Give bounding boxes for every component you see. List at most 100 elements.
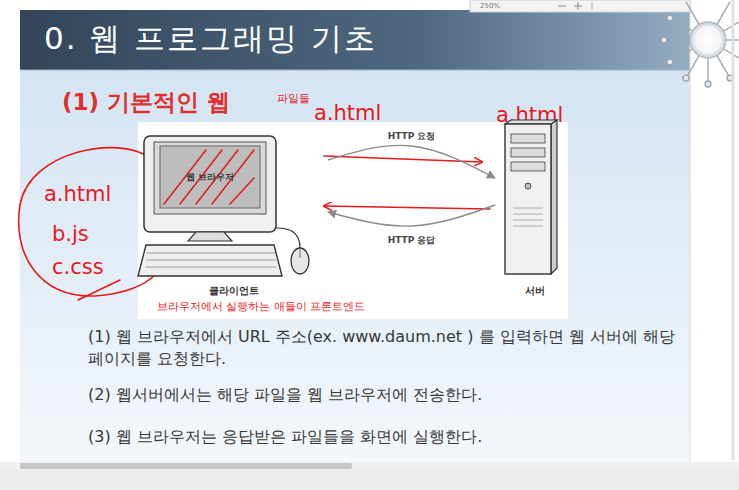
edge-label-slot: HTTP 요청 [385, 131, 439, 142]
edge-label: HTTP 요청 [385, 131, 439, 142]
browser-screen: 웹 브라우저 [160, 146, 260, 208]
starburst-ornament [664, 39, 692, 40]
starburst-ornament [705, 81, 711, 87]
label-slot: (1) 웹 브라우저에서 URL 주소(ex. www.daum.net ) 를… [88, 326, 688, 369]
starburst-ornament [722, 18, 739, 32]
client-computer-part [154, 142, 266, 214]
http-connector [328, 205, 495, 226]
red-annotation [324, 206, 490, 209]
client-computer-part [276, 228, 300, 248]
body-text: (1) 웹 브라우저에서 URL 주소(ex. www.daum.net ) 를… [88, 326, 688, 369]
server-tower-part [505, 124, 551, 274]
section-heading: (1) 기본적인 웹 [62, 89, 230, 115]
handwritten-file: c.css [52, 255, 104, 279]
slide-title: 0. 웹 프로그래밍 기초 [44, 21, 377, 55]
red-annotation [324, 156, 482, 162]
server-tower-part [511, 148, 545, 157]
node-label: 웹 브라우저 [186, 172, 234, 183]
server-tower-part [513, 220, 543, 221]
client-computer-part [291, 248, 309, 274]
starburst-ornament [722, 48, 739, 62]
label-slot: (1) 기본적인 웹 [62, 89, 230, 115]
edge-label: HTTP 응답 [385, 235, 439, 246]
zoom-toolbar [578, 2, 579, 10]
label-slot: a.html [44, 182, 111, 206]
node-text-box: 클라이언트 [140, 285, 328, 297]
label-slot: a.html [314, 101, 381, 125]
node-text-box: 서버 [495, 285, 575, 297]
zoom-toolbar [558, 6, 566, 7]
slide-frame [20, 70, 690, 71]
handwritten-file: b.js [52, 222, 89, 246]
illustration-ground [138, 122, 568, 319]
slide-frame [20, 0, 690, 462]
label-slot: 250% [480, 2, 500, 10]
node-text-box: 웹 브라우저 [160, 146, 260, 208]
client-computer-part [146, 267, 276, 268]
http-connector [328, 145, 495, 178]
red-annotation [78, 280, 120, 300]
starburst-ornament [716, 54, 730, 78]
title-slot: 0. 웹 프로그래밍 기초 [44, 21, 377, 55]
client-computer-part [300, 248, 301, 258]
server-tower-part [513, 208, 543, 209]
node-label: 클라이언트 [140, 285, 328, 297]
starburst-ornament [670, 18, 694, 32]
handwritten-file: a.html [44, 182, 111, 206]
browser-screen-part [160, 146, 260, 208]
starburst-ornament [670, 48, 694, 62]
client-computer-part [146, 260, 276, 261]
starburst-ornament [667, 15, 673, 21]
client-computer-part [138, 245, 282, 276]
label-slot: (2) 웹서버에서는 해당 파일을 웹 브라우저에 전송한다. [88, 384, 688, 406]
starburst-ornament [686, 2, 700, 26]
server-tower-part [525, 183, 531, 189]
server-tower-part [511, 134, 545, 143]
scrollbar [20, 463, 352, 469]
label-slot: b.js [52, 222, 89, 246]
server-tower-drawing [495, 118, 575, 300]
starburst-ornament [661, 2, 739, 87]
server-tower-part [551, 120, 557, 274]
server-tower: 서버 [495, 118, 575, 300]
client-computer-part [188, 232, 232, 241]
starburst-ornament [661, 37, 667, 43]
label-slot: 파일들 [277, 93, 310, 106]
starburst-ornament [667, 59, 673, 65]
client-computer: 클라이언트 웹 브라우저 [140, 132, 328, 300]
edge-label-slot: HTTP 응답 [385, 235, 439, 246]
node-label: 서버 [495, 285, 575, 297]
zoom-toolbar [470, 0, 690, 12]
red-annotation [19, 148, 155, 296]
server-tower-part [511, 162, 545, 171]
starburst-ornament [690, 22, 726, 58]
label-slot: c.css [52, 255, 104, 279]
starburst-ornament [686, 54, 700, 78]
browser-screen-part [230, 178, 254, 204]
client-computer-part [144, 136, 276, 232]
starburst-ornament [716, 2, 730, 26]
label-slot: (3) 웹 브라우저는 응답받은 파일들을 화면에 실행한다. [88, 426, 688, 448]
handwritten-note: 파일들 [277, 93, 310, 106]
zoom-toolbar [592, 2, 593, 10]
zoom-toolbar [470, 0, 690, 12]
body-text: (3) 웹 브라우저는 응답받은 파일들을 화면에 실행한다. [88, 426, 688, 448]
client-computer-part [146, 253, 276, 254]
label-slot: 브라우저에서 실행하는 애들이 프론트엔드 [157, 300, 365, 312]
slide-frame [20, 10, 690, 70]
scrollbar [732, 0, 735, 460]
starburst-ornament [707, 56, 708, 84]
scrollbar [0, 470, 739, 490]
starburst-ornament [683, 75, 689, 81]
body-text: (2) 웹서버에서는 해당 파일을 웹 브라우저에 전송한다. [88, 384, 688, 406]
server-tower-part [513, 214, 543, 215]
scrollbar [0, 462, 739, 470]
handwritten-note: 브라우저에서 실행하는 애들이 프론트엔드 [157, 300, 365, 312]
server-tower-part [513, 226, 543, 227]
zoom-value: 250% [480, 2, 500, 10]
